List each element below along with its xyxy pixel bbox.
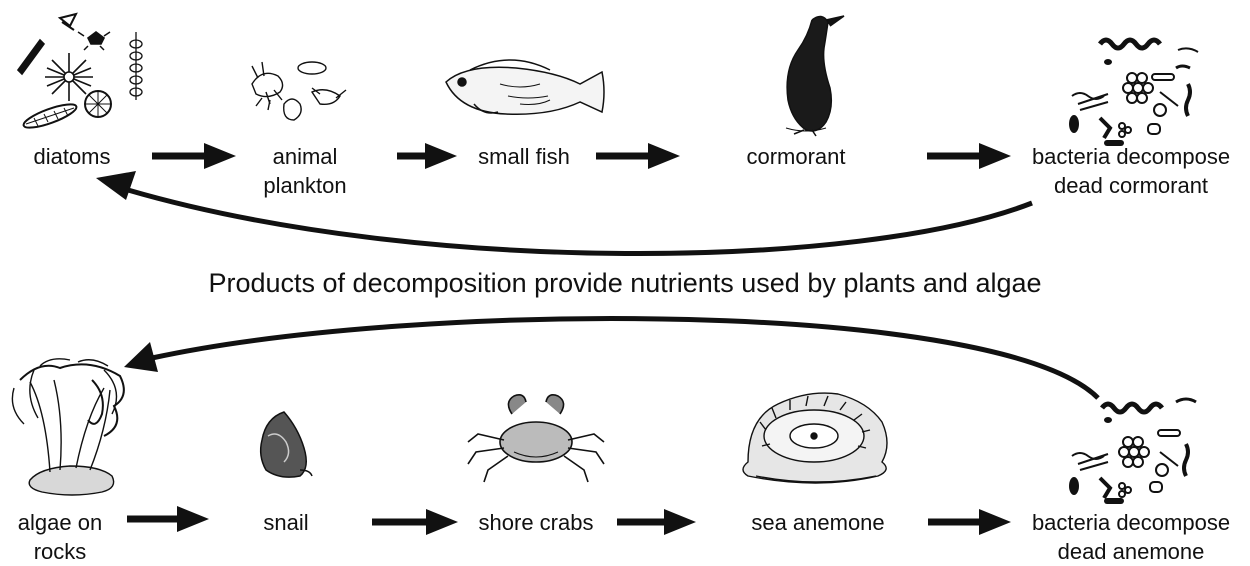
- top-arrow-2: [397, 143, 457, 169]
- node-label-line: small fish: [464, 142, 584, 171]
- node-label-snail: snail: [246, 508, 326, 537]
- node-label-line: snail: [246, 508, 326, 537]
- node-label-diatoms: diatoms: [22, 142, 122, 171]
- node-label-line: dead anemone: [1014, 537, 1248, 566]
- return-arrow-bottom: [124, 319, 1098, 398]
- node-label-bacteria-top: bacteria decompose dead cormorant: [1014, 142, 1248, 200]
- bottom-arrow-4: [928, 509, 1011, 535]
- bacteria-icon-top: [1069, 40, 1198, 146]
- node-label-cormorant: cormorant: [736, 142, 856, 171]
- bottom-arrow-1: [127, 506, 209, 532]
- node-label-shore-crabs: shore crabs: [466, 508, 606, 537]
- node-label-line: diatoms: [22, 142, 122, 171]
- top-arrow-4: [927, 143, 1011, 169]
- node-label-line: algae on: [8, 508, 112, 537]
- animal-plankton-icon: [252, 62, 346, 120]
- center-caption: Products of decomposition provide nutrie…: [0, 266, 1250, 300]
- return-arrow-top: [96, 171, 1032, 254]
- node-label-sea-anemone: sea anemone: [738, 508, 898, 537]
- shore-crab-icon: [468, 395, 604, 482]
- node-label-bacteria-bottom: bacteria decompose dead anemone: [1014, 508, 1248, 566]
- node-label-algae: algae on rocks: [8, 508, 112, 566]
- node-label-animal-plankton: animal plankton: [250, 142, 360, 200]
- node-label-line: bacteria decompose: [1014, 508, 1248, 537]
- node-label-line: animal: [250, 142, 360, 171]
- cormorant-icon: [786, 16, 844, 136]
- top-arrow-1: [152, 143, 236, 169]
- snail-icon: [261, 412, 312, 477]
- algae-icon: [12, 359, 123, 495]
- top-arrow-3: [596, 143, 680, 169]
- diatoms-icon: [18, 14, 142, 132]
- node-label-line: bacteria decompose: [1014, 142, 1248, 171]
- node-label-line: shore crabs: [466, 508, 606, 537]
- sea-anemone-icon: [743, 393, 887, 483]
- bacteria-icon-bottom: [1069, 399, 1196, 504]
- node-label-line: dead cormorant: [1014, 171, 1248, 200]
- node-label-line: rocks: [8, 537, 112, 566]
- node-label-line: cormorant: [736, 142, 856, 171]
- node-label-line: plankton: [250, 171, 360, 200]
- small-fish-icon: [446, 60, 604, 114]
- node-label-line: sea anemone: [738, 508, 898, 537]
- bottom-arrow-2: [372, 509, 458, 535]
- bottom-arrow-3: [617, 509, 696, 535]
- node-label-small-fish: small fish: [464, 142, 584, 171]
